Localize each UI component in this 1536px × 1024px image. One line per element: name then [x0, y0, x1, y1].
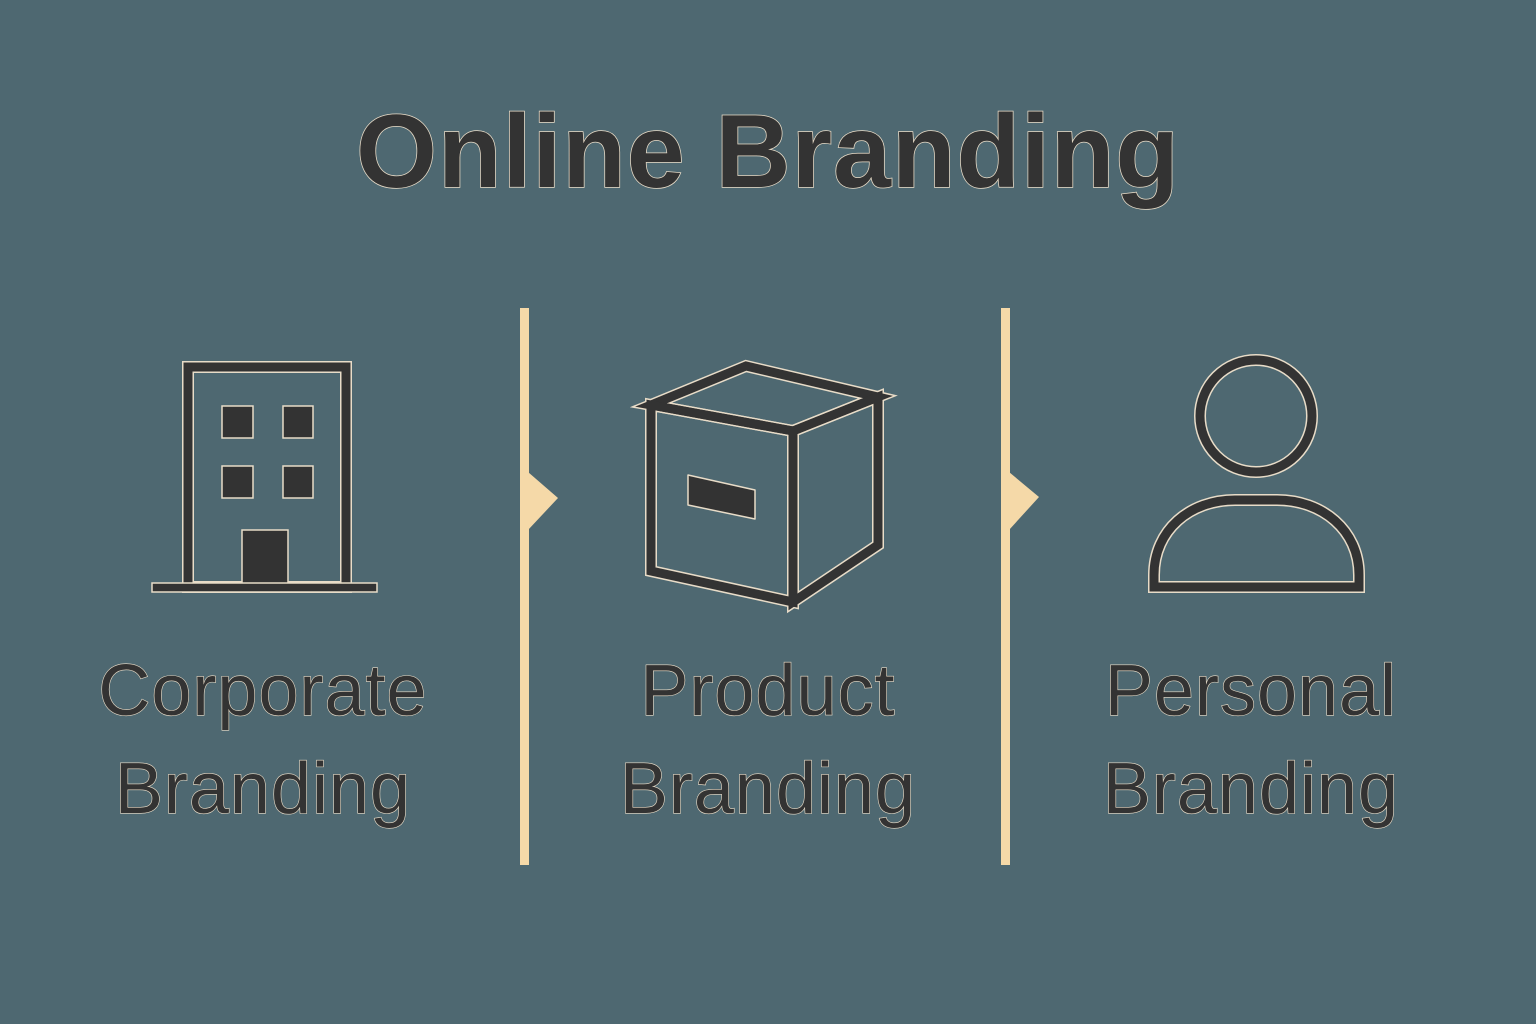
label-line-2: Branding: [114, 748, 412, 829]
arrow-right-icon: [528, 472, 558, 530]
divider-2: [1001, 308, 1039, 865]
label-corporate-branding: Corporate Branding: [23, 642, 503, 838]
label-personal-branding: Personal Branding: [1011, 642, 1491, 838]
divider-1: [520, 308, 558, 865]
label-line-2: Branding: [1102, 748, 1400, 829]
label-line-1: Corporate: [98, 650, 428, 731]
page-title: Online Branding: [355, 94, 1180, 210]
person-icon: [1148, 354, 1365, 593]
box-icon: [630, 359, 898, 614]
label-line-2: Branding: [619, 748, 917, 829]
label-line-1: Personal: [1104, 650, 1398, 731]
arrow-right-icon: [1009, 472, 1039, 530]
label-product-branding: Product Branding: [528, 642, 1008, 838]
label-line-1: Product: [640, 650, 896, 731]
building-icon: [151, 361, 378, 593]
